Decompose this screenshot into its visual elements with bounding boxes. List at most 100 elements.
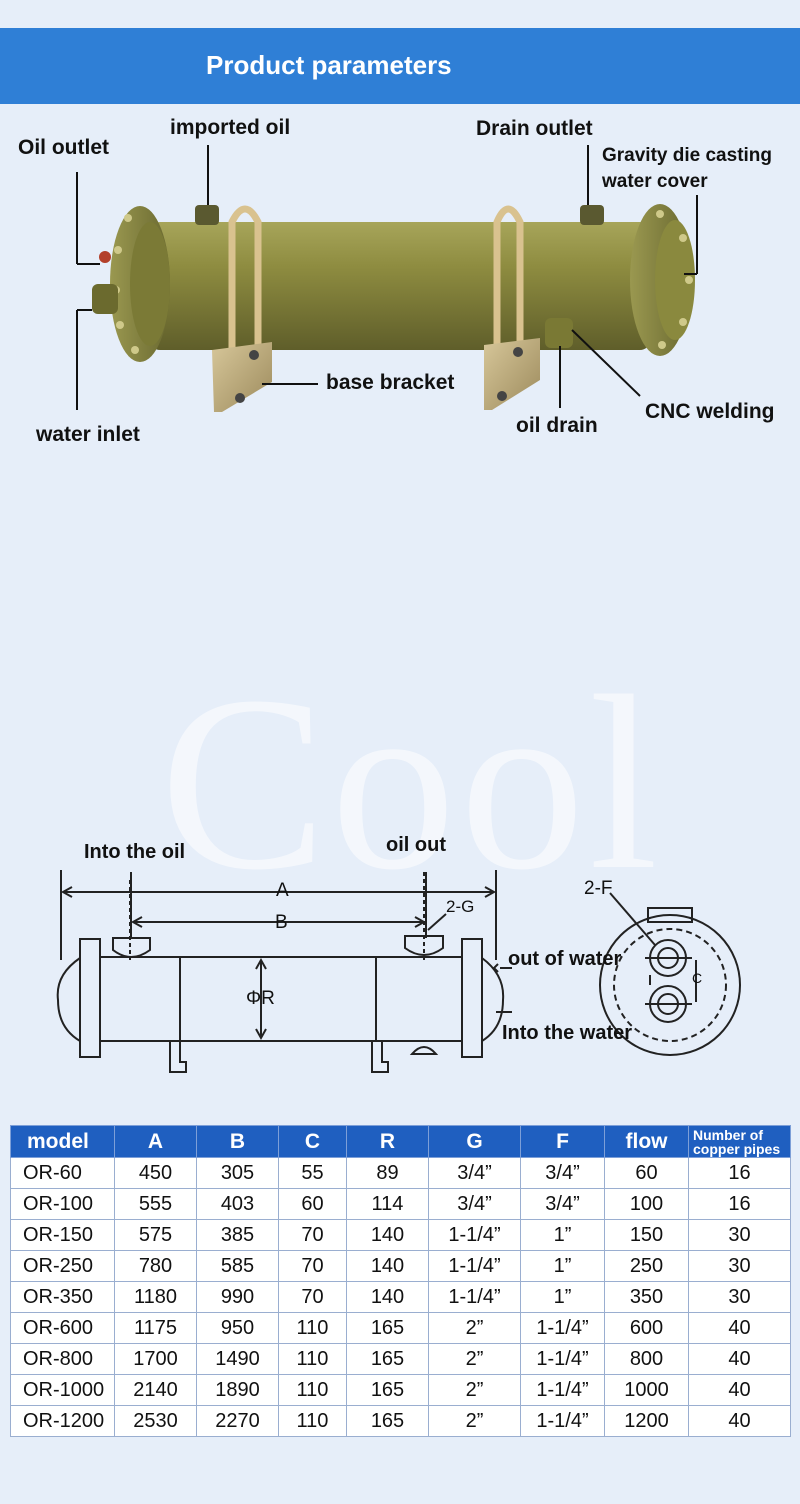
table-cell: 585 — [196, 1250, 279, 1282]
callout-water-inlet: water inlet — [36, 423, 140, 446]
table-cell: 165 — [346, 1405, 429, 1437]
table-cell: 990 — [196, 1281, 279, 1313]
table-cell: 1-1/4” — [520, 1405, 605, 1437]
table-cell: 2” — [428, 1312, 521, 1344]
table-cell: 140 — [346, 1281, 429, 1313]
table-cell: 1200 — [604, 1405, 689, 1437]
header-r: R — [346, 1125, 429, 1158]
label-dim-g: 2-G — [446, 897, 475, 916]
table-cell: 1-1/4” — [520, 1312, 605, 1344]
table-cell: OR-100 — [10, 1188, 115, 1220]
table-cell: 30 — [688, 1250, 791, 1282]
table-cell: 30 — [688, 1281, 791, 1313]
table-cell: 40 — [688, 1343, 791, 1375]
label-dim-r: ΦR — [246, 988, 275, 1009]
table-cell: OR-150 — [10, 1219, 115, 1251]
table-cell: 40 — [688, 1312, 791, 1344]
table-cell: 403 — [196, 1188, 279, 1220]
table-cell: OR-600 — [10, 1312, 115, 1344]
table-cell: 30 — [688, 1219, 791, 1251]
table-cell: 600 — [604, 1312, 689, 1344]
table-cell: OR-250 — [10, 1250, 115, 1282]
callout-oil-outlet: Oil outlet — [18, 136, 109, 159]
table-cell: 150 — [604, 1219, 689, 1251]
table-cell: 40 — [688, 1405, 791, 1437]
table-cell: 165 — [346, 1312, 429, 1344]
table-cell: 70 — [278, 1281, 347, 1313]
header-model: model — [10, 1125, 115, 1158]
table-cell: 114 — [346, 1188, 429, 1220]
table-cell: 350 — [604, 1281, 689, 1313]
drain-outlet-port — [580, 205, 604, 225]
header-g: G — [428, 1125, 521, 1158]
table-cell: 950 — [196, 1312, 279, 1344]
table-cell: 1” — [520, 1219, 605, 1251]
table-cell: 40 — [688, 1374, 791, 1406]
callout-oil-drain: oil drain — [516, 414, 598, 437]
header-c: C — [278, 1125, 347, 1158]
table-cell: 55 — [278, 1157, 347, 1189]
table-cell: OR-1200 — [10, 1405, 115, 1437]
header-a: A — [114, 1125, 197, 1158]
table-cell: 450 — [114, 1157, 197, 1189]
label-into-water: Into the water — [502, 1022, 633, 1044]
cylinder-body — [150, 222, 650, 350]
table-cell: 1890 — [196, 1374, 279, 1406]
table-cell: 100 — [604, 1188, 689, 1220]
table-cell: 1-1/4” — [520, 1343, 605, 1375]
table-cell: 60 — [278, 1188, 347, 1220]
table-header-row: model A B C R G F flow Number of copper … — [10, 1125, 791, 1158]
label-dim-b: B — [275, 912, 288, 933]
callout-cnc-welding: CNC welding — [645, 400, 775, 423]
table-cell: 3/4” — [520, 1188, 605, 1220]
callout-base-bracket: base bracket — [326, 371, 455, 394]
table-cell: 89 — [346, 1157, 429, 1189]
water-inlet-port — [92, 284, 118, 314]
table-cell: 780 — [114, 1250, 197, 1282]
table-cell: 16 — [688, 1157, 791, 1189]
table-cell: 2” — [428, 1405, 521, 1437]
right-bracket — [484, 338, 540, 410]
table-cell: 250 — [604, 1250, 689, 1282]
table-cell: 110 — [278, 1405, 347, 1437]
table-cell: 800 — [604, 1343, 689, 1375]
table-cell: 555 — [114, 1188, 197, 1220]
table-cell: 305 — [196, 1157, 279, 1189]
table-cell: 1490 — [196, 1343, 279, 1375]
label-out-of-water: out of water — [508, 948, 622, 970]
table-cell: 140 — [346, 1219, 429, 1251]
table-cell: 1” — [520, 1250, 605, 1282]
table-cell: 110 — [278, 1374, 347, 1406]
label-dim-f: 2-F — [584, 878, 613, 899]
header-copper-pipes: Number of copper pipes — [688, 1125, 791, 1158]
table-cell: 1-1/4” — [428, 1281, 521, 1313]
spec-table: model A B C R G F flow Number of copper … — [10, 1125, 791, 1437]
table-cell: 165 — [346, 1343, 429, 1375]
table-cell: 3/4” — [428, 1188, 521, 1220]
table-cell: 165 — [346, 1374, 429, 1406]
table-cell: 16 — [688, 1188, 791, 1220]
table-cell: 575 — [114, 1219, 197, 1251]
table-cell: 2” — [428, 1343, 521, 1375]
product-illustration — [76, 145, 698, 412]
table-cell: 60 — [604, 1157, 689, 1189]
header-flow: flow — [604, 1125, 689, 1158]
table-cell: 110 — [278, 1312, 347, 1344]
table-cell: OR-350 — [10, 1281, 115, 1313]
header-banner — [0, 28, 800, 104]
table-cell: 1-1/4” — [520, 1374, 605, 1406]
table-cell: 70 — [278, 1219, 347, 1251]
oil-drain-port — [545, 318, 573, 348]
header-b: B — [196, 1125, 279, 1158]
callout-imported-oil: imported oil — [170, 116, 291, 139]
table-cell: 2” — [428, 1374, 521, 1406]
table-cell: 3/4” — [428, 1157, 521, 1189]
